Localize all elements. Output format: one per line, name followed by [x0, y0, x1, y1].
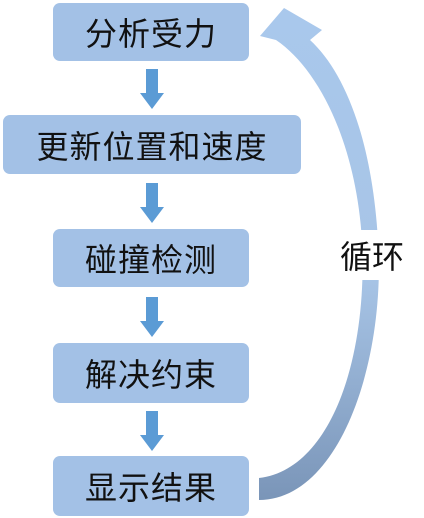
step-box-update-position-velocity: 更新位置和速度 — [3, 115, 301, 174]
step-label: 显示结果 — [84, 469, 217, 507]
down-arrow-icon — [140, 297, 164, 337]
step-label: 碰撞检测 — [84, 241, 217, 279]
step-label: 分析受力 — [84, 15, 217, 53]
step-box-collision-detection: 碰撞检测 — [53, 229, 249, 287]
step-label: 解决约束 — [84, 356, 217, 394]
step-box-display-results: 显示结果 — [53, 456, 249, 516]
down-arrow-icon — [140, 69, 164, 109]
down-arrow-icon — [140, 183, 164, 223]
down-arrow-icon — [140, 411, 164, 451]
step-box-analyze-force: 分析受力 — [53, 3, 249, 61]
step-label: 更新位置和速度 — [36, 127, 268, 166]
loop-label: 循环 — [327, 230, 417, 280]
step-box-resolve-constraints: 解决约束 — [53, 343, 249, 403]
